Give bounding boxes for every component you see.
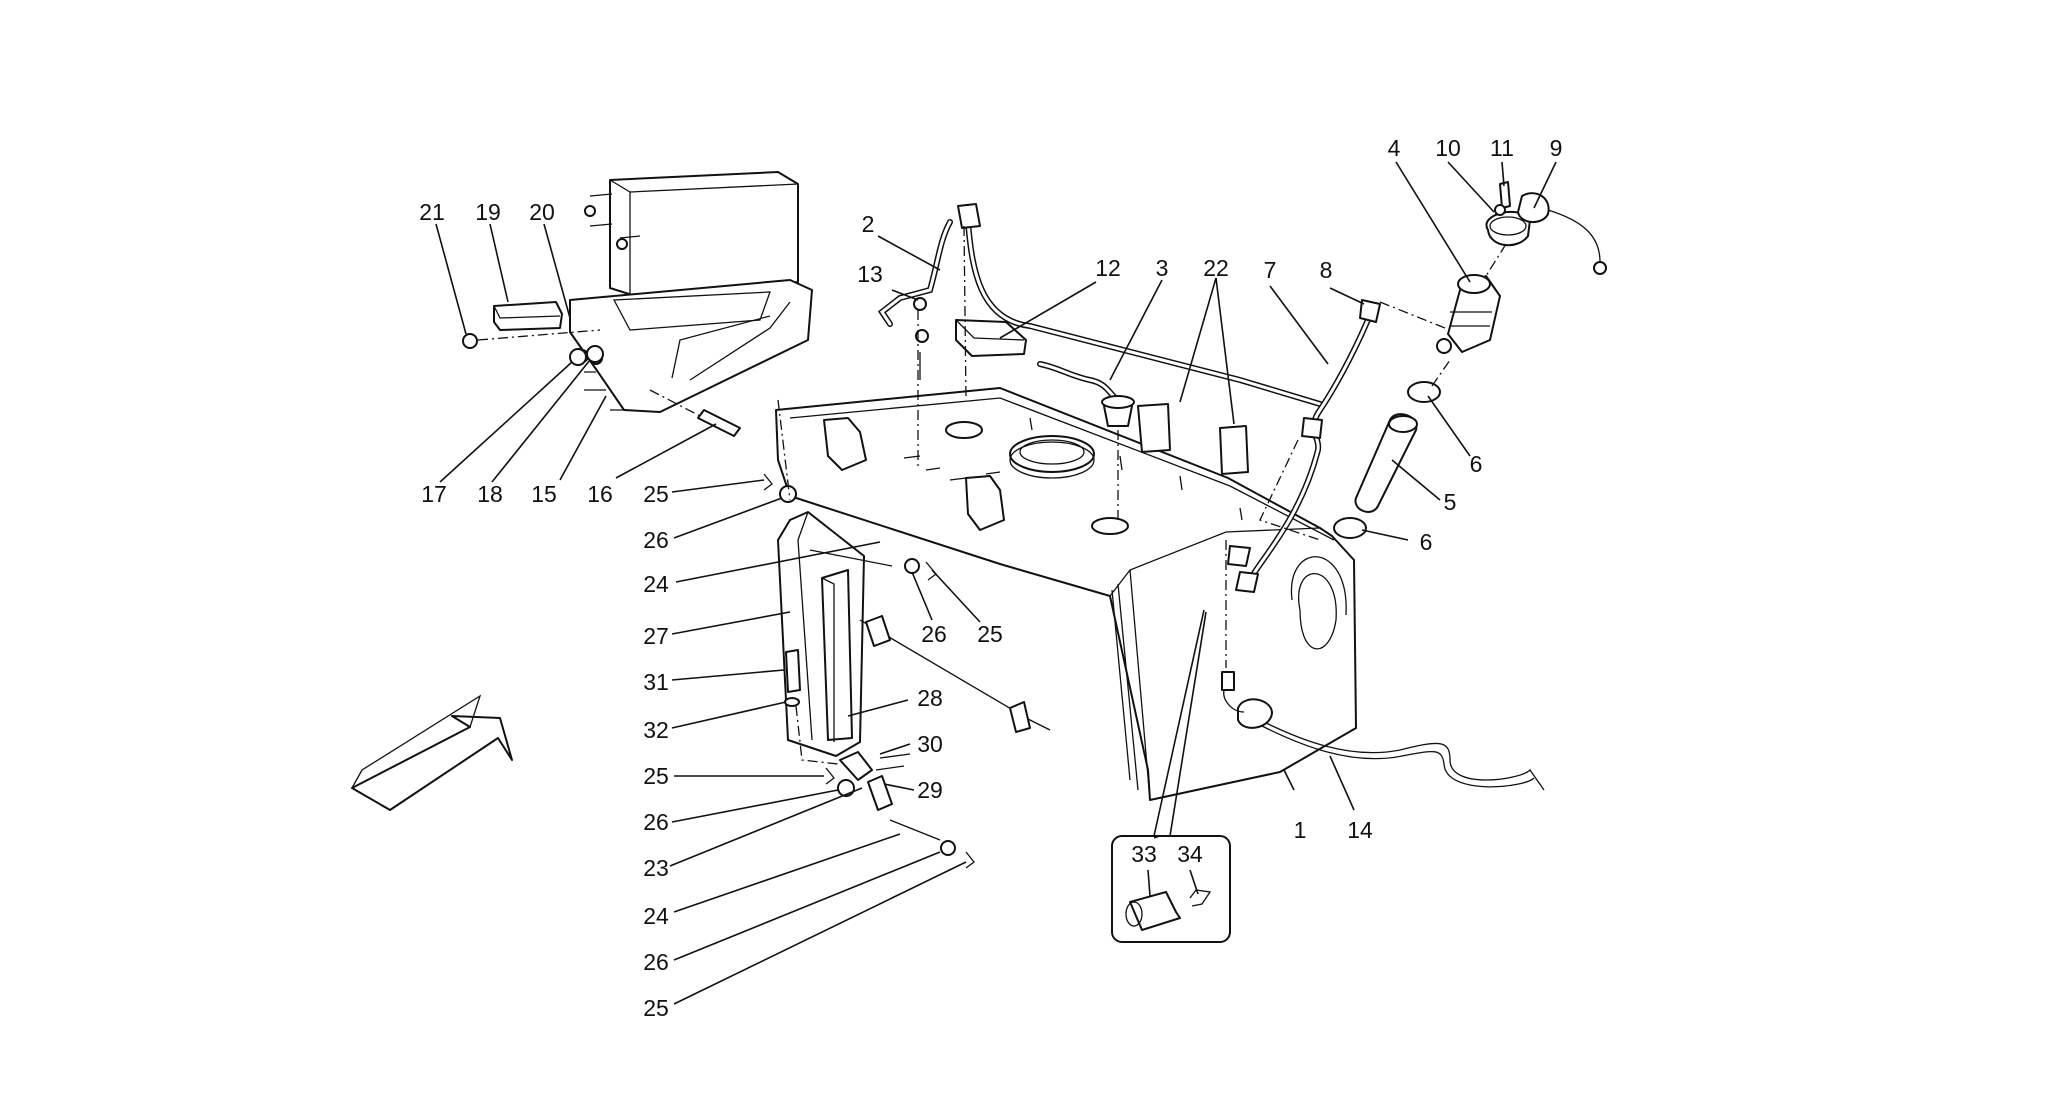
callout-25: 25	[977, 621, 1003, 647]
callout-26: 26	[921, 621, 947, 647]
callout-22: 22	[1203, 255, 1229, 281]
callout-25: 25	[643, 481, 669, 507]
callout-21: 21	[419, 199, 445, 225]
washer-18	[586, 345, 604, 363]
callout-34: 34	[1177, 841, 1203, 867]
filler-hose	[1333, 359, 1451, 539]
callout-26: 26	[643, 527, 669, 553]
callout-4: 4	[1388, 135, 1401, 161]
carbon-canister	[584, 171, 799, 301]
direction-arrow	[351, 694, 513, 811]
callout-28: 28	[917, 685, 943, 711]
callout-16: 16	[587, 481, 613, 507]
callout-19: 19	[475, 199, 501, 225]
callout-23: 23	[643, 855, 669, 881]
fuel-pump-module	[877, 203, 1323, 520]
nut-21	[462, 333, 478, 349]
callout-11: 11	[1490, 135, 1514, 161]
callout-24: 24	[643, 903, 669, 929]
callout-12: 12	[1095, 255, 1121, 281]
fuel-line	[1221, 540, 1545, 791]
callout-2: 2	[862, 211, 875, 237]
fuel-tank	[775, 387, 1357, 801]
callout-15: 15	[531, 481, 557, 507]
detail-inset	[1111, 835, 1231, 943]
callout-14: 14	[1347, 817, 1373, 843]
callout-25: 25	[643, 763, 669, 789]
callout-13: 13	[857, 261, 883, 287]
callout-32: 32	[643, 717, 669, 743]
callout-27: 27	[643, 623, 669, 649]
callout-1: 1	[1294, 817, 1307, 843]
callout-25: 25	[643, 995, 669, 1021]
callout-30: 30	[917, 731, 943, 757]
callout-6: 6	[1420, 529, 1433, 555]
washer-17	[569, 348, 587, 366]
callout-8: 8	[1320, 257, 1333, 283]
callout-3: 3	[1156, 255, 1169, 281]
callout-10: 10	[1435, 135, 1461, 161]
callout-24: 24	[643, 571, 669, 597]
callout-18: 18	[477, 481, 503, 507]
filler-neck-assembly	[1436, 181, 1607, 354]
callout-33: 33	[1131, 841, 1157, 867]
tank-strap	[777, 511, 1051, 757]
callout-31: 31	[643, 669, 669, 695]
stud-16	[697, 409, 741, 437]
callout-17: 17	[421, 481, 447, 507]
callout-29: 29	[917, 777, 943, 803]
callout-9: 9	[1550, 135, 1563, 161]
breather-pipe	[1227, 299, 1451, 593]
callout-labels: 1 2 3 4 5 6 6 7 8 9 10 11 12 13 14 15 16…	[419, 135, 1562, 1021]
callout-26: 26	[643, 949, 669, 975]
leader-lines	[435, 161, 1557, 1005]
callout-20: 20	[529, 199, 555, 225]
callout-5: 5	[1444, 489, 1457, 515]
callout-7: 7	[1264, 257, 1277, 283]
strap-hardware	[763, 399, 975, 869]
callout-26: 26	[643, 809, 669, 835]
callout-6: 6	[1470, 451, 1483, 477]
